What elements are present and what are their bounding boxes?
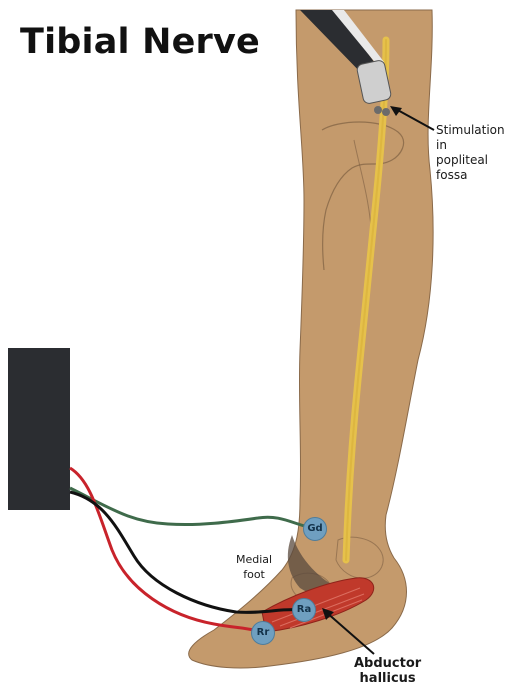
ground-wire [70, 488, 314, 528]
page-title: Tibial Nerve [20, 22, 260, 62]
abductor-label: Abductor hallicus [354, 656, 421, 686]
medial-foot-line1: Medial [236, 552, 272, 567]
reference-wire [70, 468, 262, 632]
stimulation-label-line1: Stimulation in [436, 123, 516, 153]
abductor-label-line1: Abductor [354, 656, 421, 671]
reference-electrode: Rr [251, 621, 275, 645]
ground-electrode: Gd [303, 517, 327, 541]
stimulator-tip-1 [374, 106, 382, 114]
stimulation-label: Stimulation in popliteal fossa [436, 123, 516, 183]
stimulation-label-line2: popliteal fossa [436, 153, 516, 183]
stimulator-tip-2 [382, 108, 390, 116]
emg-device [8, 348, 70, 510]
medial-foot-line2: foot [236, 567, 272, 582]
medial-foot-label: Medial foot [236, 552, 272, 582]
active-electrode: Ra [292, 598, 316, 622]
